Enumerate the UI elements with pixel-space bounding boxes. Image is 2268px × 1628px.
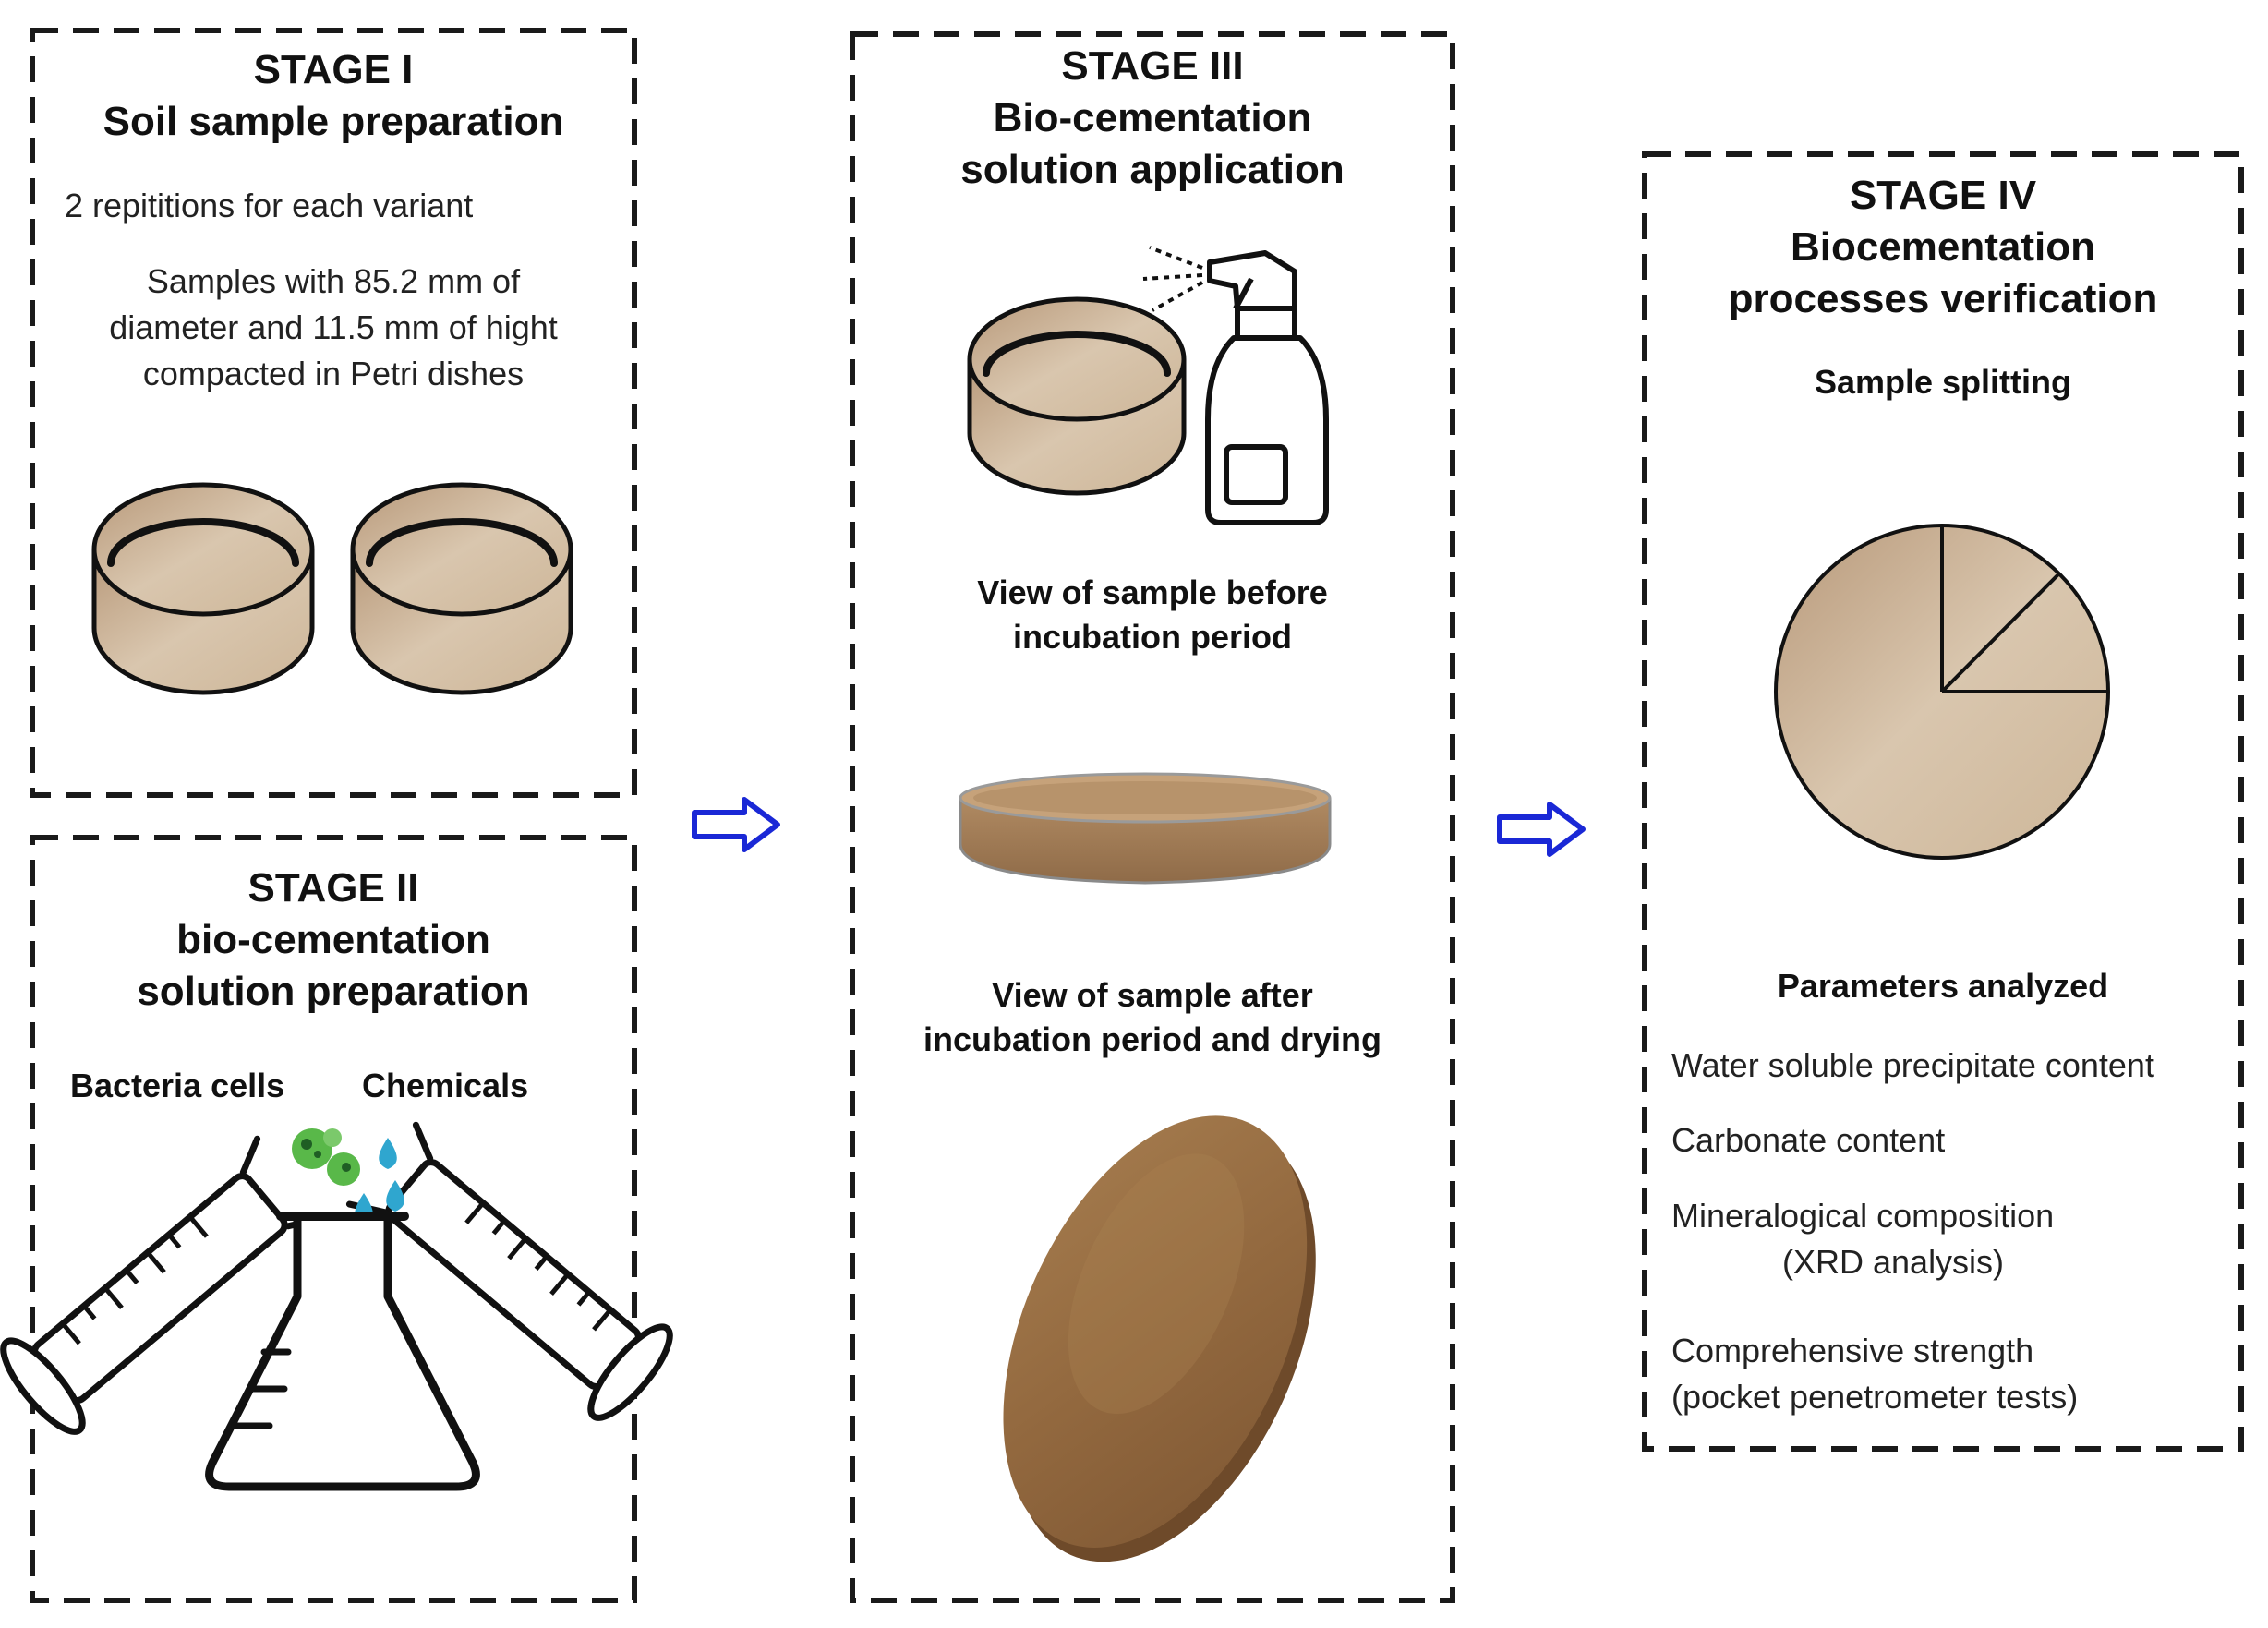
stage-3-subtitle-line-2: solution application [960,147,1345,192]
stage-2-panel: STAGE II bio-cementation solution prepar… [0,835,673,1603]
split-sample-disc-icon [1774,524,2110,860]
stage-3-dashed-border [850,31,1455,1603]
stage-1-title: STAGE I [253,47,414,92]
stage-3-panel: STAGE III Bio-cementation solution appli… [850,31,1455,1603]
stage-1-desc-line-2: diameter and 11.5 mm of hight [109,308,558,346]
parameter-carbonate: Carbonate content [1671,1121,1946,1159]
sample-after-drying-photo [1003,1115,1316,1562]
stage-2-subtitle-line-1: bio-cementation [176,917,490,962]
stage-3-title: STAGE III [1061,43,1244,89]
chemicals-label: Chemicals [362,1067,529,1104]
spray-mist-icon [1142,246,1203,312]
parameter-strength-line-2: (pocket penetrometer tests) [1671,1378,2079,1416]
bacteria-cells-label: Bacteria cells [70,1067,285,1104]
stage-1-subtitle: Soil sample preparation [103,99,564,144]
stage-2-dashed-border [30,835,637,1603]
stage-4-title: STAGE IV [1849,173,2037,218]
stage-4-dashed-border [1642,151,2244,1452]
spray-bottle-icon [1205,250,1329,525]
parameter-strength-line-1: Comprehensive strength [1671,1332,2034,1369]
stage-4-subtitle-line-2: processes verification [1728,276,2158,321]
parameter-water-soluble: Water soluble precipitate content [1671,1046,2154,1084]
sample-splitting-label: Sample splitting [1814,363,2072,401]
stage-2-title: STAGE II [247,865,419,910]
solution-preparation-illustration [0,1121,673,1491]
solution-application-illustration [967,246,1329,525]
parameter-mineralogical-line-2: (XRD analysis) [1782,1243,2005,1281]
after-incubation-line-2: incubation period and drying [923,1020,1381,1058]
stage-1-panel: STAGE I Soil sample preparation 2 repiti… [30,28,637,798]
stage-1-repetitions: 2 repititions for each variant [65,187,474,224]
before-incubation-line-2: incubation period [1013,618,1292,656]
after-incubation-line-1: View of sample after [992,976,1313,1014]
stage-2-subtitle-line-2: solution preparation [137,969,530,1014]
parameters-analyzed-title: Parameters analyzed [1777,967,2109,1005]
measuring-cylinder-icon [0,1135,328,1435]
stage-1-desc-line-1: Samples with 85.2 mm of [146,262,521,300]
stage-1-desc-line-3: compacted in Petri dishes [142,355,525,392]
petri-dish-icon [967,296,1187,496]
before-incubation-line-1: View of sample before [977,573,1328,611]
petri-dish-icon [91,482,315,695]
stage-4-panel: STAGE IV Biocementation processes verifi… [1642,151,2244,1452]
sample-before-incubation-photo [959,772,1332,885]
right-arrow-icon [692,797,780,852]
petri-dish-icon [350,482,573,695]
bacteria-icon [292,1128,360,1186]
parameter-mineralogical-line-1: Mineralogical composition [1671,1197,2055,1235]
right-arrow-icon [1497,802,1586,857]
petri-dish-pair-icon [91,482,573,695]
stage-3-subtitle-line-1: Bio-cementation [993,95,1312,140]
stage-4-subtitle-line-1: Biocementation [1790,224,2096,270]
stage-1-dashed-border [30,28,637,798]
erlenmeyer-flask-icon [205,1212,480,1491]
measuring-cylinder-icon [345,1121,673,1421]
